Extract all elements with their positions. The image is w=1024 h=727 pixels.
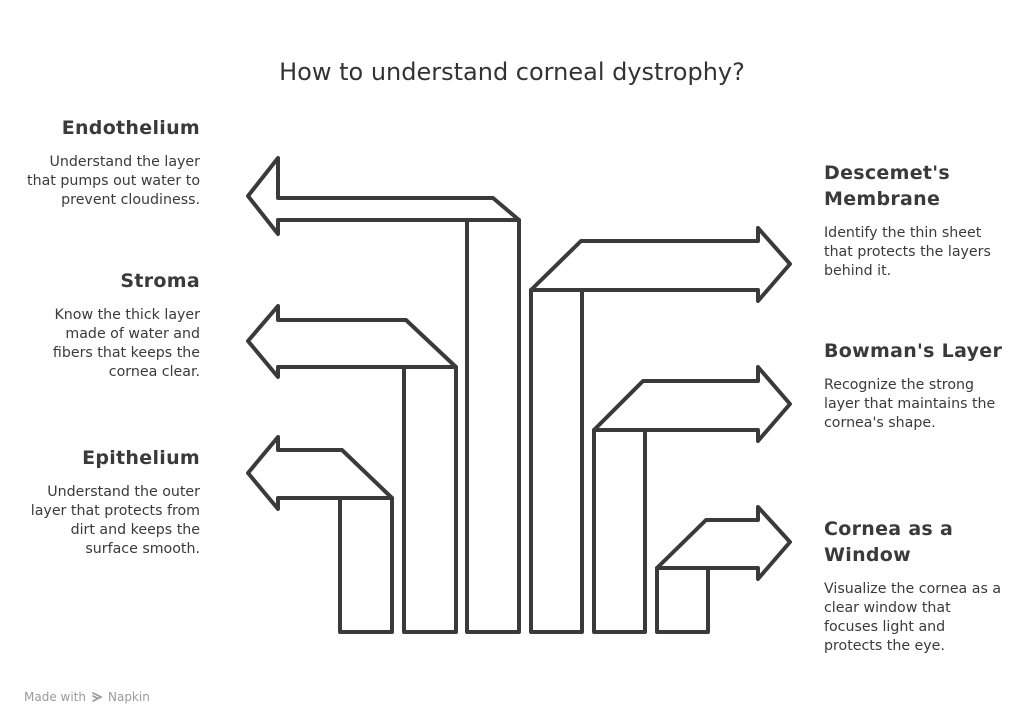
napkin-brand: Napkin xyxy=(107,690,150,704)
stroma-description: Know the thick layer made of water and f… xyxy=(52,307,200,380)
endothelium-heading: Endothelium xyxy=(61,117,200,139)
epithelium-heading: Epithelium xyxy=(82,447,200,469)
stroma-block: Stroma Know the thick layer made of wate… xyxy=(25,268,200,382)
bowmans-description: Recognize the strong layer that maintain… xyxy=(824,377,996,431)
descemets-description: Identify the thin sheet that protects th… xyxy=(824,225,991,279)
bowmans-block: Bowman's Layer Recognize the strong laye… xyxy=(824,338,1004,433)
epithelium-arrow xyxy=(246,435,394,634)
cornea-window-heading: Cornea as a Window xyxy=(824,518,954,566)
made-with-label: Made with xyxy=(24,690,86,704)
epithelium-description: Understand the outer layer that protects… xyxy=(30,484,200,557)
endothelium-block: Endothelium Understand the layer that pu… xyxy=(25,115,200,210)
bowmans-heading: Bowman's Layer xyxy=(824,340,1003,362)
bowmans-arrow xyxy=(592,365,792,634)
endothelium-arrow xyxy=(246,156,521,634)
stroma-arrow xyxy=(246,304,458,634)
cornea-window-description: Visualize the cornea as a clear window t… xyxy=(824,581,1002,654)
endothelium-description: Understand the layer that pumps out wate… xyxy=(27,154,200,208)
napkin-logo-icon xyxy=(92,692,103,702)
descemets-arrow xyxy=(529,226,792,634)
descemets-heading: Descemet's Membrane xyxy=(824,162,951,210)
epithelium-block: Epithelium Understand the outer layer th… xyxy=(25,445,200,559)
cornea-window-arrow xyxy=(655,505,792,634)
page-title: How to understand corneal dystrophy? xyxy=(279,58,745,86)
stroma-heading: Stroma xyxy=(120,270,200,292)
cornea-window-block: Cornea as a Window Visualize the cornea … xyxy=(824,516,1004,656)
footer: Made with Napkin xyxy=(24,690,150,704)
descemets-block: Descemet's Membrane Identify the thin sh… xyxy=(824,160,1004,281)
